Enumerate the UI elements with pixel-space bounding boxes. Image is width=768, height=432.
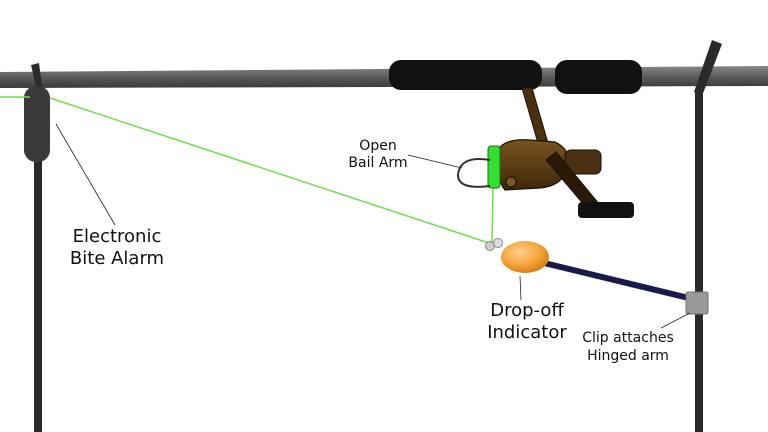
drop-off-indicator-assembly <box>485 238 709 315</box>
fishing-rod <box>0 60 768 94</box>
arm-clip <box>685 291 709 315</box>
leader-lines <box>55 123 691 329</box>
rod-handle-rear <box>555 60 642 94</box>
reel-spool <box>487 145 501 189</box>
label-drop-off-line1: Drop-off <box>490 300 564 321</box>
label-indicator-line2: Indicator <box>487 322 567 343</box>
label-electronic-line1: Electronic <box>73 226 162 247</box>
open-bail-arm <box>456 158 491 188</box>
label-hinged-arm-line2: Hinged arm <box>587 348 669 364</box>
reel-gear-housing <box>564 149 602 175</box>
hinged-arm <box>537 259 700 303</box>
rod-handle-front <box>389 60 542 90</box>
labels: Open Bail Arm Electronic Bite Alarm Drop… <box>70 138 674 364</box>
drop-off-indicator <box>501 241 549 273</box>
reel-crank-knob <box>578 202 634 218</box>
label-bite-alarm-line2: Bite Alarm <box>70 248 164 269</box>
fishing-reel <box>456 87 634 218</box>
rod-rest-prong <box>31 63 42 87</box>
bail-roller <box>505 176 517 188</box>
line-clip-ball-2 <box>493 238 503 248</box>
leader-open-bail <box>407 154 463 169</box>
leader-clip <box>660 312 691 329</box>
left-bank-stick-pole <box>34 120 42 432</box>
fishing-line <box>0 96 494 245</box>
leader-bite-alarm <box>55 123 116 226</box>
label-open-line1: Open <box>359 138 396 154</box>
line-to-spool <box>491 187 494 245</box>
leader-drop-off <box>519 275 522 301</box>
bite-alarm-body <box>24 86 50 162</box>
right-bank-stick-pole <box>695 90 703 432</box>
right-bank-stick <box>694 40 722 432</box>
label-bail-arm-line2: Bail Arm <box>348 155 407 171</box>
rear-rest-prong <box>694 40 722 96</box>
line-main-segment <box>49 97 493 245</box>
rod-blank <box>0 66 768 88</box>
label-clip-attaches-line1: Clip attaches <box>582 330 674 346</box>
left-bank-stick <box>24 63 50 432</box>
